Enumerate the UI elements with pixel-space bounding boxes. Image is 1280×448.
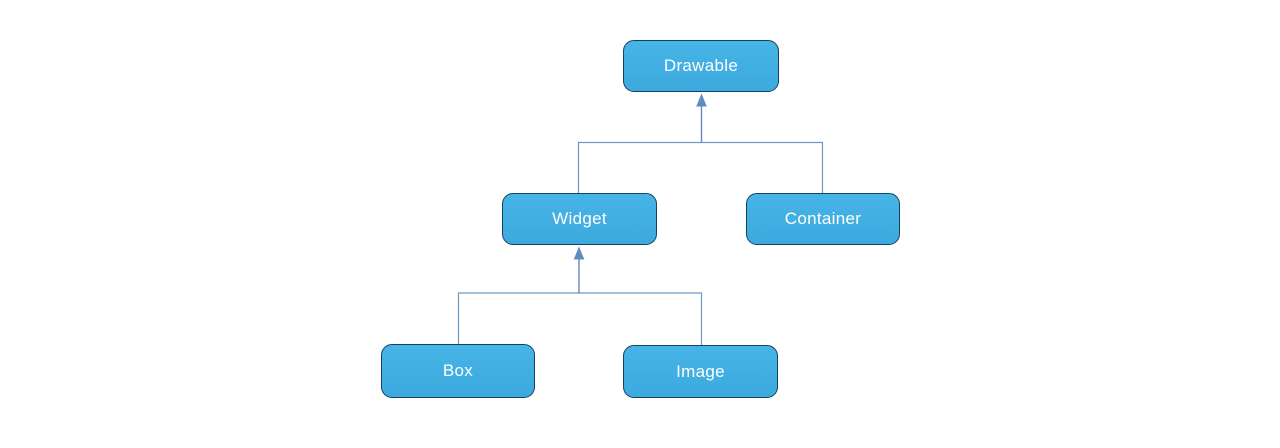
elbow-connector [457,292,703,345]
elbow-connector [577,141,824,193]
node-label: Drawable [663,56,739,75]
node-box: Box [381,344,535,398]
node-label: Widget [552,209,607,228]
node-widget: Widget [502,193,657,245]
node-drawable: Drawable [623,40,779,92]
inheritance-arrow-icon [573,246,585,260]
node-container: Container [746,193,900,245]
connector-widget-children [457,246,703,345]
node-label: Image [676,361,725,381]
node-label: Box [442,361,474,380]
node-image: Image [623,345,778,398]
node-label: Container [784,209,862,228]
connector-drawable-children [577,93,824,193]
inheritance-arrow-icon [696,93,707,107]
